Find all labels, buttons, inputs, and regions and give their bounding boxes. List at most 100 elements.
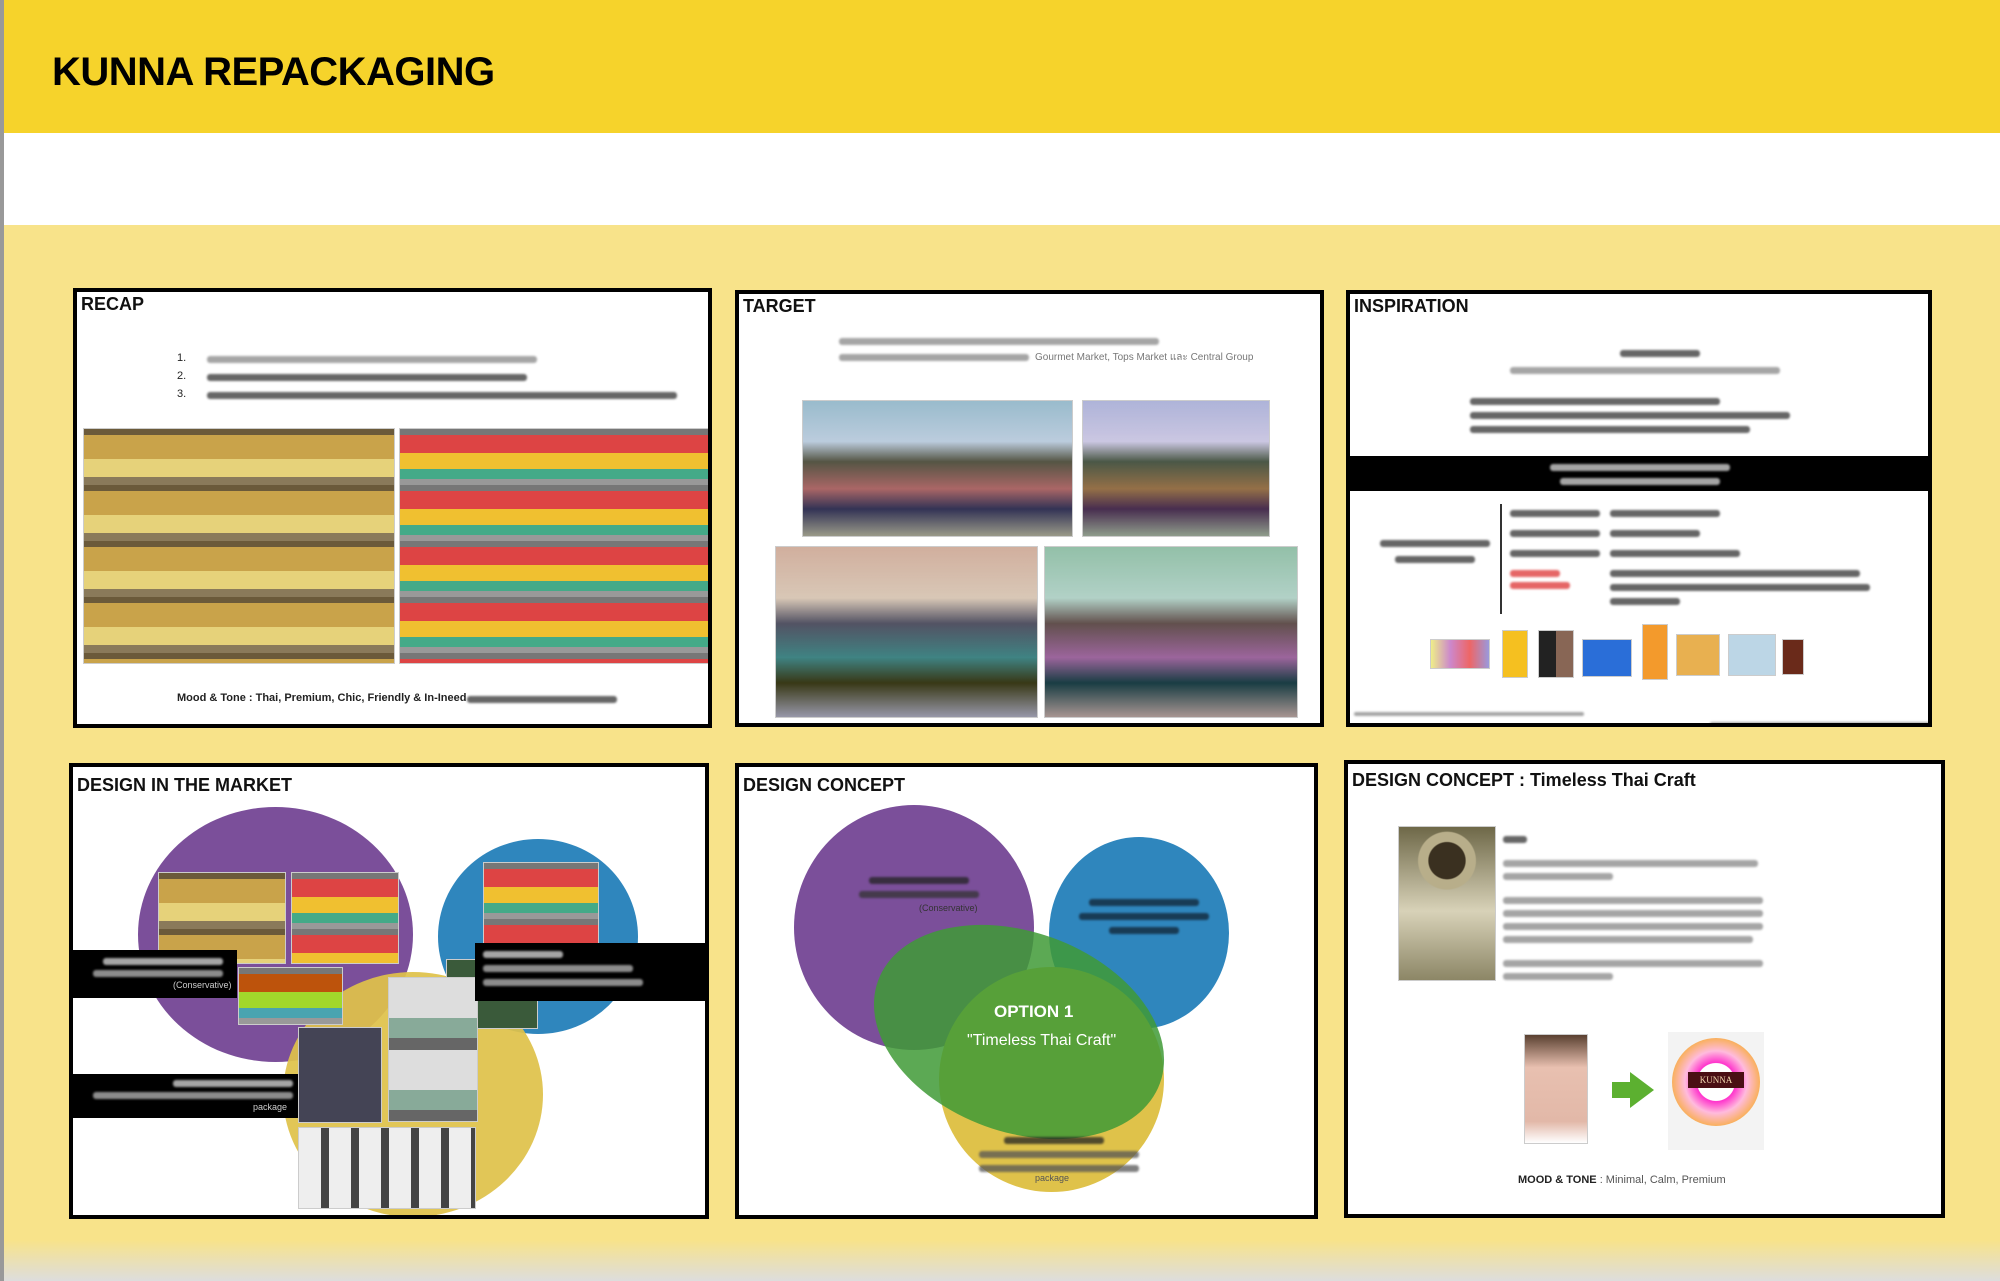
option-name: "Timeless Thai Craft" — [967, 1032, 1117, 1049]
market-photo — [238, 967, 343, 1025]
text-line — [1004, 1137, 1104, 1144]
text-line — [1550, 464, 1730, 471]
text-line — [1610, 510, 1720, 517]
market-photo — [158, 872, 286, 964]
target-text: Gourmet Market, Tops Market และ Central … — [1035, 352, 1254, 363]
text-line — [207, 374, 527, 381]
product-image — [1728, 634, 1776, 676]
label-box: package — [73, 1074, 298, 1118]
list-number: 3. — [177, 388, 187, 400]
page-title: KUNNA REPACKAGING — [52, 50, 495, 94]
market-photo — [298, 1127, 476, 1209]
text-line — [207, 356, 537, 363]
market-photo — [483, 862, 599, 959]
text-line — [1610, 550, 1740, 557]
slide-recap[interactable]: RECAP 1. 2. 3. Mood & Tone : Thai, Premi… — [73, 288, 712, 728]
text-line — [1470, 412, 1790, 419]
package-logo: KUNNA — [1688, 1072, 1744, 1088]
text-line — [1503, 923, 1763, 930]
market-photo — [291, 872, 399, 964]
market-photo — [298, 1027, 382, 1123]
text-line — [1503, 910, 1763, 917]
text-line — [1510, 570, 1560, 577]
slide-target[interactable]: TARGET Gourmet Market, Tops Market และ C… — [735, 290, 1324, 727]
text-line — [1503, 973, 1613, 980]
slide-title: DESIGN IN THE MARKET — [77, 775, 293, 795]
text-line — [1503, 960, 1763, 967]
text-line — [979, 1165, 1139, 1172]
text-line — [207, 392, 677, 399]
text-line — [1503, 897, 1763, 904]
slide-inspiration[interactable]: INSPIRATION — [1346, 290, 1932, 727]
divider — [1500, 504, 1502, 614]
text-line — [467, 696, 617, 703]
reference-line — [1354, 712, 1584, 716]
slide-title: TARGET — [743, 296, 816, 316]
text-line — [1510, 550, 1600, 557]
thai-dress-photo — [1524, 1034, 1588, 1144]
text-line — [1510, 510, 1600, 517]
label-text: package — [253, 1102, 288, 1112]
reference-line — [1710, 722, 1928, 723]
slide-title: INSPIRATION — [1354, 296, 1469, 316]
product-image — [1502, 630, 1528, 678]
tourist-photo — [1082, 400, 1270, 537]
quote-bar — [1350, 456, 1928, 491]
text-line — [1610, 570, 1860, 577]
text-line — [1560, 478, 1720, 485]
text-line — [1395, 556, 1475, 563]
text-line — [1470, 426, 1750, 433]
text-line — [1503, 936, 1753, 943]
product-image — [1642, 624, 1668, 680]
mood-value: : Minimal, Calm, Premium — [1596, 1174, 1726, 1186]
slide-title: DESIGN CONCEPT : Timeless Thai Craft — [1352, 770, 1696, 790]
list-number: 2. — [177, 370, 187, 382]
slide-title: DESIGN CONCEPT — [743, 775, 906, 795]
tourist-photo — [1044, 546, 1298, 718]
label-text: (Conservative) — [919, 903, 978, 913]
tourist-photo — [802, 400, 1073, 537]
text-line — [1620, 350, 1700, 357]
shelf-photo — [83, 428, 395, 664]
text-line — [1089, 899, 1199, 906]
mood-tone-caption: Mood & Tone : Thai, Premium, Chic, Frien… — [177, 692, 467, 704]
product-image — [1538, 630, 1574, 678]
arrow-right-icon — [1630, 1072, 1654, 1108]
text-line — [1109, 927, 1179, 934]
white-band — [0, 133, 2000, 225]
slide-design-in-market[interactable]: DESIGN IN THE MARKET (Conservative) pack… — [69, 763, 709, 1219]
text-line — [1380, 540, 1490, 547]
text-line — [839, 338, 1159, 345]
text-line — [1470, 398, 1720, 405]
label-box: (Conservative) — [73, 950, 237, 998]
slide-title: RECAP — [81, 294, 145, 314]
mood-tone-caption: MOOD & TONE : Minimal, Calm, Premium — [1518, 1174, 1726, 1186]
tourist-photo — [775, 546, 1038, 718]
text-line — [1610, 598, 1680, 605]
text-line — [869, 877, 969, 884]
text-line — [1610, 530, 1700, 537]
product-image — [1430, 639, 1490, 669]
shelf-photo — [399, 428, 708, 664]
text-line — [979, 1151, 1139, 1158]
product-image — [1782, 639, 1804, 675]
text-line — [1510, 530, 1600, 537]
text-line — [859, 891, 979, 898]
label-box — [475, 943, 705, 1001]
label-text: (Conservative) — [173, 980, 232, 990]
text-line — [1510, 367, 1780, 374]
text-line — [1503, 873, 1613, 880]
text-line — [839, 354, 1029, 361]
slide-timeless-thai-craft[interactable]: DESIGN CONCEPT : Timeless Thai Craft KUN… — [1344, 760, 1945, 1218]
slide-design-concept[interactable]: DESIGN CONCEPT (Conservative) OPTION 1 "… — [735, 763, 1318, 1219]
mood-label: MOOD & TONE — [1518, 1174, 1597, 1186]
header-bar: KUNNA REPACKAGING — [0, 0, 2000, 133]
list-number: 1. — [177, 352, 187, 364]
text-line — [1503, 836, 1527, 843]
option-label: OPTION 1 — [994, 1002, 1074, 1021]
kunna-package-image: KUNNA — [1668, 1032, 1764, 1150]
text-line — [1610, 584, 1870, 591]
arrow-shaft — [1612, 1082, 1632, 1098]
market-photo — [388, 977, 478, 1122]
product-image — [1676, 634, 1720, 676]
